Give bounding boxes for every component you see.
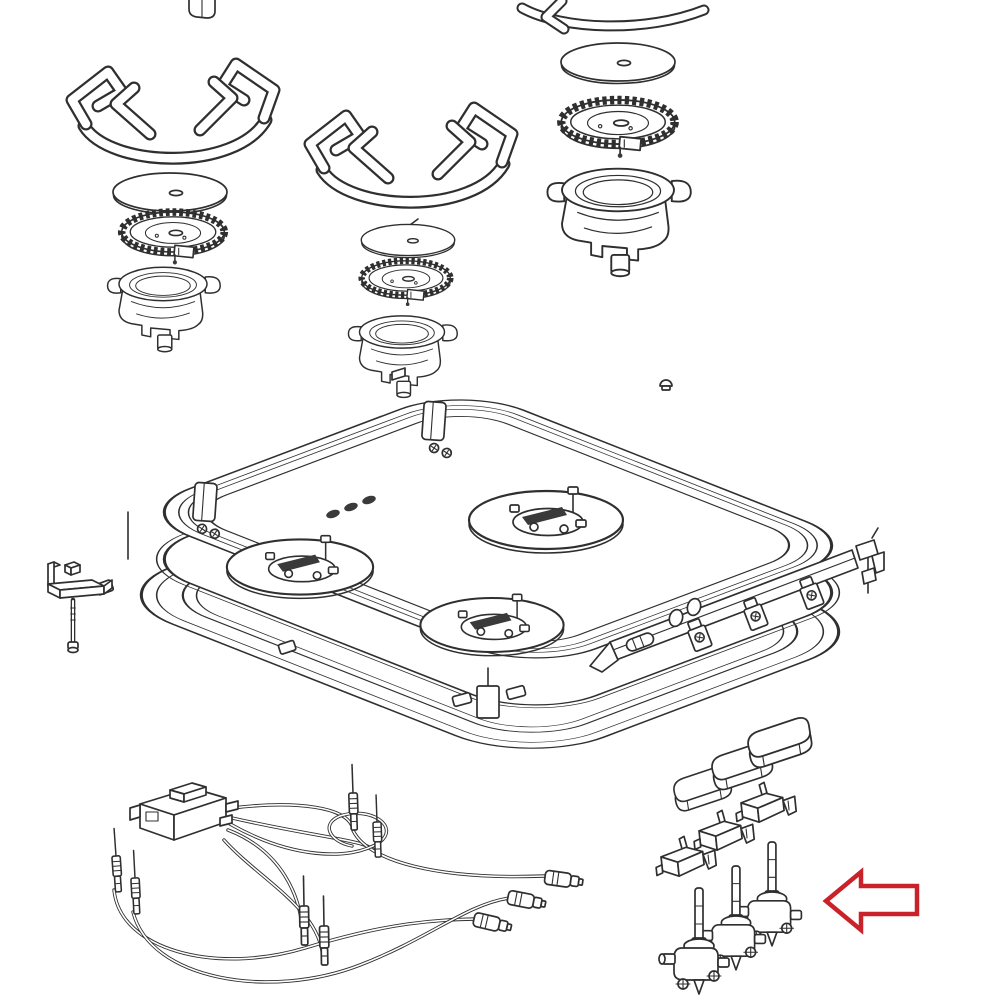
rim-hook-icon bbox=[391, 367, 406, 381]
burner-body-right-icon bbox=[546, 167, 692, 278]
cropped-part-top-icon bbox=[188, 0, 216, 19]
injector-holes-icon bbox=[326, 495, 376, 519]
mounting-bracket-left-icon bbox=[47, 561, 113, 599]
pan-support-left-icon bbox=[72, 64, 274, 158]
rim-clip-rear bbox=[421, 400, 453, 459]
burner-head-middle-icon bbox=[362, 261, 451, 306]
square-nut-icon bbox=[64, 561, 81, 576]
burner-head-right-icon bbox=[561, 100, 674, 158]
burner-cap-left-icon bbox=[112, 172, 228, 215]
rim-clip-left bbox=[192, 481, 221, 540]
burner-cap-right-icon bbox=[560, 42, 676, 85]
pan-screw-icon bbox=[659, 379, 673, 391]
pan-support-right-partial-icon bbox=[516, 0, 710, 35]
burner-cap-middle-icon bbox=[360, 223, 456, 259]
burner-body-left-icon bbox=[106, 266, 221, 353]
burner-body-middle-icon bbox=[347, 315, 458, 399]
highlight-arrow bbox=[822, 867, 920, 935]
front-hinge-block-icon bbox=[451, 667, 527, 719]
ignition-generator-icon bbox=[129, 782, 239, 841]
spark-electrodes bbox=[109, 763, 384, 966]
pan-support-middle-icon bbox=[310, 108, 512, 202]
fixing-bolt-icon bbox=[67, 597, 79, 654]
burner-head-left-icon bbox=[122, 212, 225, 264]
gas-manifold-rail bbox=[589, 527, 885, 673]
